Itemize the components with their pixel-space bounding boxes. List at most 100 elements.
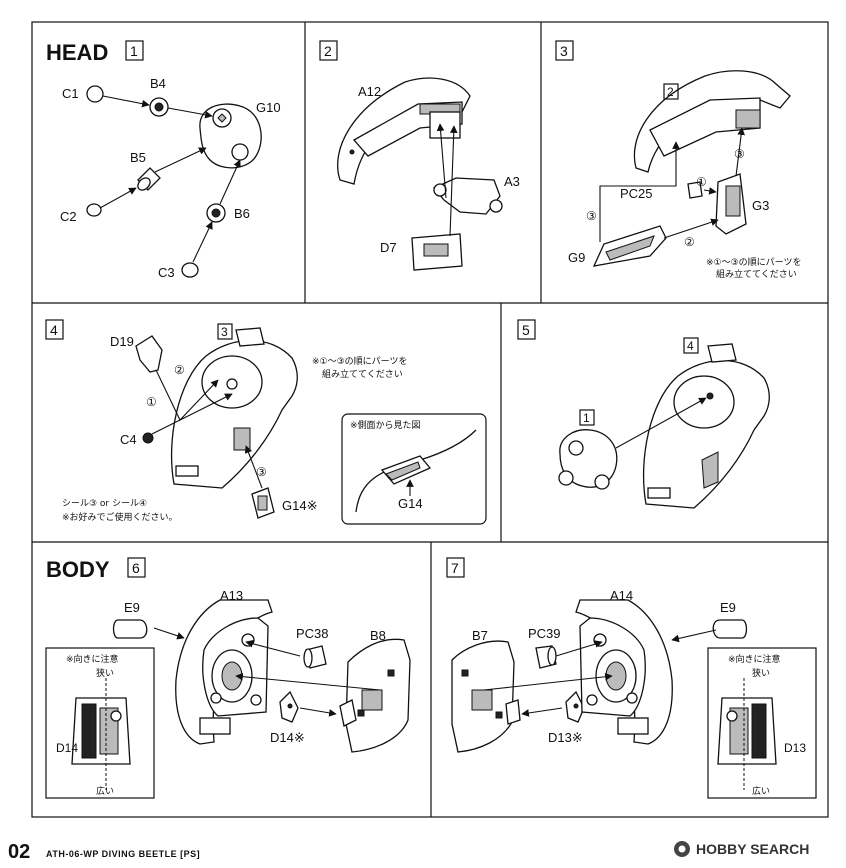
part-d14 [279, 690, 299, 723]
order-3: ③ [256, 465, 267, 479]
part-c3 [181, 262, 199, 278]
watermark-text: HOBBY SEARCH [696, 841, 809, 857]
page-frame [31, 21, 829, 818]
part-a3 [432, 177, 503, 215]
order-1: ① [146, 395, 157, 409]
label-d14: D14※ [270, 730, 305, 745]
part-d13 [565, 690, 585, 723]
section-title-body: BODY [46, 557, 110, 582]
ref-assembly-2: 2 [667, 85, 674, 99]
step-1-panel: HEAD 1 [46, 40, 281, 280]
order-2: ② [174, 363, 185, 377]
seal-note-1: シール③ or シール④ [62, 499, 147, 509]
step-4-panel: 4 3 ② ① ③ D19 C4 G14※ ※①～③の順に [45, 319, 487, 525]
label-d19: D19 [110, 334, 134, 349]
part-pc25 [687, 181, 703, 199]
label-e9: E9 [720, 600, 736, 615]
step-6-number: 6 [132, 560, 140, 576]
label-g3: G3 [752, 198, 769, 213]
label-b7: B7 [472, 628, 488, 643]
step-5-panel: 5 4 1 [517, 319, 770, 509]
part-d19 [135, 335, 163, 373]
narrow-label: 狭い [752, 667, 770, 679]
step-4-number-box [45, 319, 64, 340]
section-title-head: HEAD [46, 40, 108, 65]
step-5-number: 5 [522, 322, 530, 338]
part-b7 [451, 640, 521, 753]
step-3-number: 3 [560, 43, 568, 59]
label-b8: B8 [370, 628, 386, 643]
part-b5 [137, 167, 161, 191]
label-g14-inset: G14 [398, 496, 423, 511]
step-7-number: 7 [451, 560, 459, 576]
ref-assembly-3: 3 [221, 325, 228, 339]
label-pc38: PC38 [296, 626, 329, 641]
assembly-4-ref: 4 [642, 337, 770, 509]
order-3a: ③ [734, 147, 745, 161]
step-2-number: 2 [324, 43, 332, 59]
orientation-inset: ※向きに注意 狭い D13 広い [707, 647, 817, 799]
part-g10 [199, 103, 262, 169]
step-6-number-box [127, 557, 146, 578]
step-7-panel: 7 [446, 557, 817, 799]
page-number: 02 [8, 841, 30, 863]
part-a12 [337, 77, 471, 185]
orientation-note: ※向きに注意 [728, 653, 781, 665]
label-a14: A14 [610, 588, 633, 603]
label-a3: A3 [504, 174, 520, 189]
side-view-title: ※側面から見た図 [350, 419, 421, 431]
narrow-label: 狭い [96, 667, 114, 679]
wide-label: 広い [96, 785, 114, 797]
watermark: HOBBY SEARCH [674, 841, 809, 857]
step-3-note-2: 組み立ててください [716, 268, 797, 280]
label-c3: C3 [158, 265, 175, 280]
part-c2 [86, 203, 102, 217]
part-g14 [251, 487, 275, 519]
label-d13: D13※ [548, 730, 583, 745]
part-b4 [149, 97, 169, 117]
label-a13: A13 [220, 588, 243, 603]
step-5-number-box [517, 319, 536, 340]
label-d13-inset: D13 [784, 741, 806, 755]
part-d7 [411, 233, 463, 271]
order-1: ① [696, 175, 707, 189]
part-c4 [142, 432, 154, 444]
label-b5: B5 [130, 150, 146, 165]
part-pc39 [535, 645, 557, 669]
wide-label: 広い [752, 785, 770, 797]
part-e9-right [712, 619, 748, 639]
step-3-panel: 3 2 ① ② ③ ③ PC25 G3 G9 ※①～③の順にパーツを [555, 40, 802, 280]
step-1-number: 1 [130, 43, 138, 59]
label-d14-inset: D14 [56, 741, 78, 755]
footer: 02 ATH-06-WP DIVING BEETLE [PS] HOBBY SE… [8, 841, 809, 863]
part-e9 [112, 619, 148, 639]
label-c2: C2 [60, 209, 77, 224]
product-name: ATH-06-WP DIVING BEETLE [PS] [46, 849, 200, 859]
step-7-number-box [446, 557, 465, 578]
label-pc25: PC25 [620, 186, 653, 201]
side-view-inset: ※側面から見た図 G14 [341, 413, 487, 525]
step-4-note-2: 組み立ててください [322, 368, 403, 380]
label-b4: B4 [150, 76, 166, 91]
ref-assembly-4: 4 [687, 339, 694, 353]
step-3-note-1: ※①～③の順にパーツを [706, 257, 802, 268]
part-g9 [592, 225, 667, 267]
label-g9: G9 [568, 250, 585, 265]
label-c1: C1 [62, 86, 79, 101]
part-a14 [575, 599, 673, 745]
part-b8 [339, 638, 411, 753]
ref-assembly-1: 1 [583, 411, 590, 425]
step-4-number: 4 [50, 322, 58, 338]
part-a13 [175, 599, 273, 745]
label-b6: B6 [234, 206, 250, 221]
orientation-inset: ※向きに注意 狭い D14 広い [45, 647, 155, 799]
step-4-note-1: ※①～③の順にパーツを [312, 356, 408, 367]
orientation-note: ※向きに注意 [66, 653, 119, 665]
seal-note-2: ※お好みでご使用ください。 [62, 511, 178, 523]
label-g10: G10 [256, 100, 281, 115]
part-g3 [715, 173, 747, 235]
label-a12: A12 [358, 84, 381, 99]
label-d7: D7 [380, 240, 397, 255]
label-c4: C4 [120, 432, 137, 447]
